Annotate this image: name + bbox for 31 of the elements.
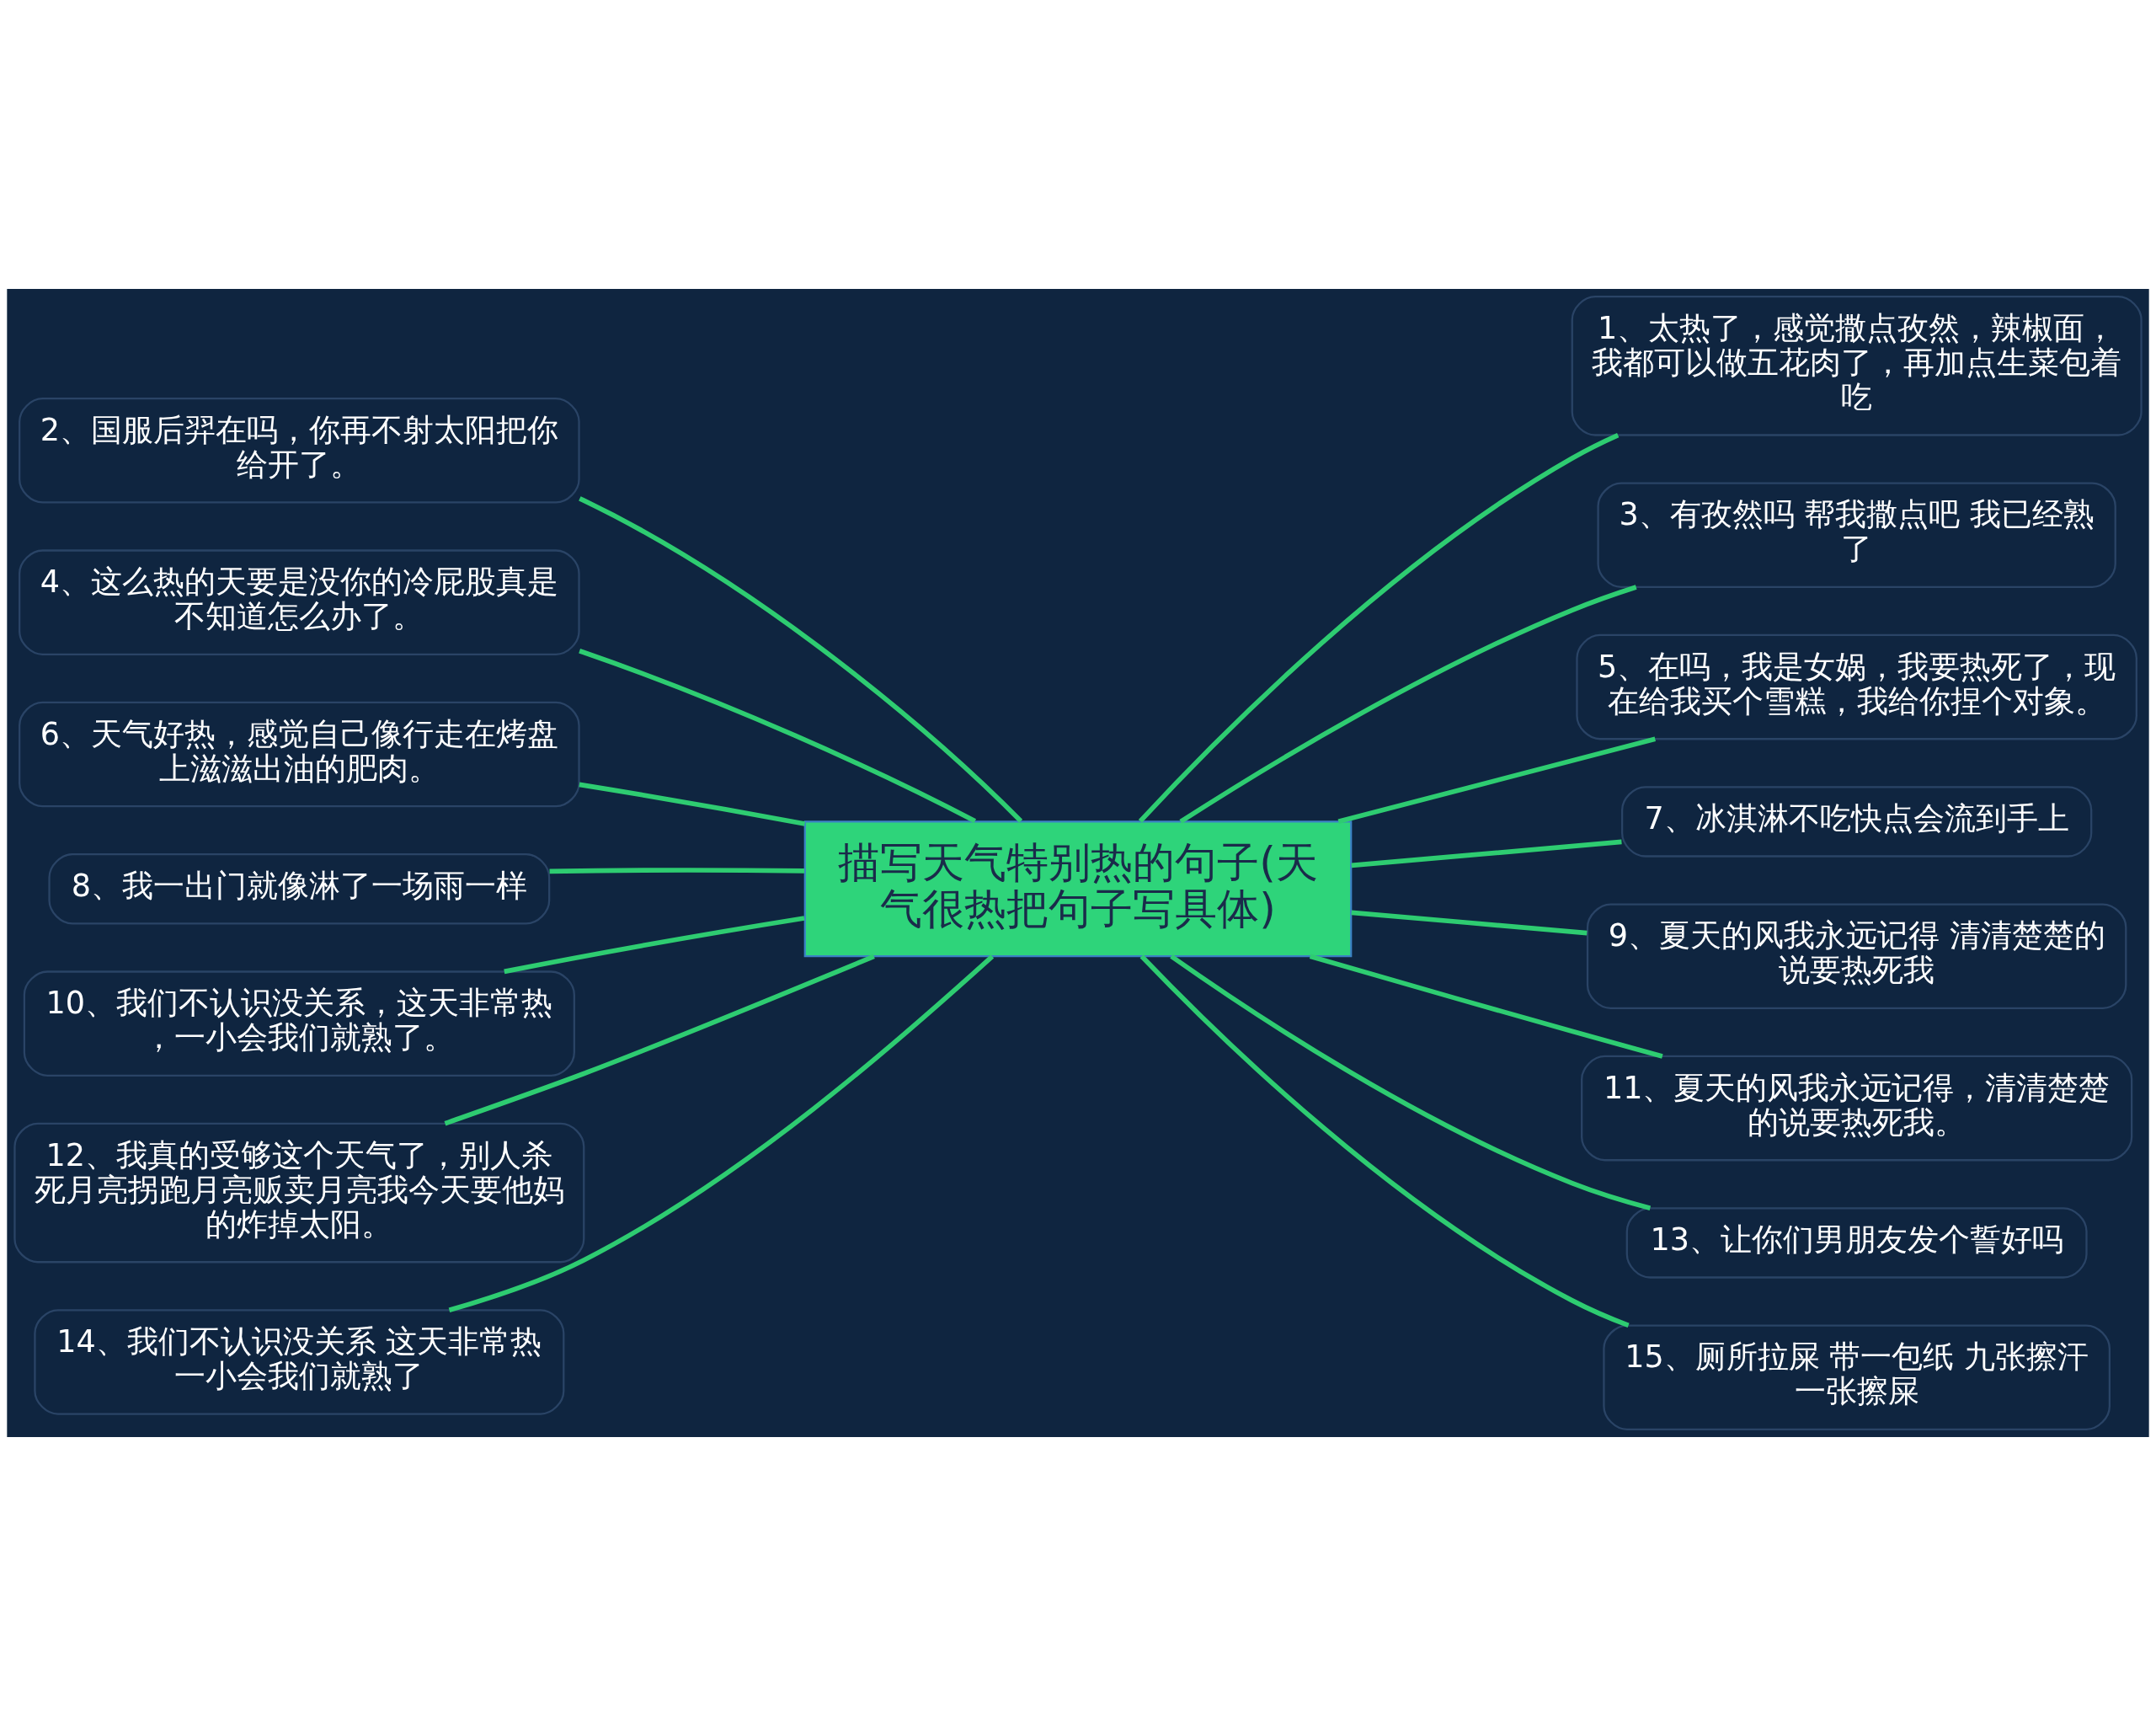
node-box: 10、我们不认识没关系，这天非常热，一小会我们就熟了。	[23, 970, 575, 1077]
connector	[444, 954, 875, 1126]
node-box: 3、有孜然吗 帮我撒点吧 我已经熟了	[1597, 482, 2116, 588]
node-box: 14、我们不认识没关系 这天非常热一小会我们就熟了	[34, 1309, 565, 1415]
node-box: 15、厕所拉屎 带一包纸 九张擦汗一张擦屎	[1603, 1324, 2111, 1430]
connector	[1139, 954, 1630, 1328]
node-box: 2、国服后羿在吗，你再不射太阳把你给开了。	[19, 398, 580, 504]
node-box: 13、让你们男朋友发个誓好吗	[1625, 1207, 2088, 1279]
node-box: 4、这么热的天要是没你的冷屁股真是不知道怎么办了。	[19, 549, 580, 655]
connector	[504, 916, 805, 975]
node-box: 9、夏天的风我永远记得 清清楚楚的说要热死我	[1586, 903, 2127, 1009]
node-box: 6、天气好热，感觉自己像行走在烤盘上滋滋出油的肥肉。	[19, 701, 580, 808]
connector	[579, 649, 977, 824]
connector	[549, 868, 805, 874]
connector	[1337, 736, 1657, 825]
node-box: 7、冰淇淋不吃快点会流到手上	[1620, 786, 2093, 858]
connector	[579, 782, 806, 826]
node-box: 1、太热了，感觉撒点孜然，辣椒面，我都可以做五花肉了，再加点生菜包着吃	[1571, 296, 2143, 436]
node-box: 描写天气特别热的句子(天气很热把句子写具体)	[803, 820, 1353, 958]
connector	[1138, 432, 1620, 823]
connector	[1179, 585, 1637, 824]
connector	[579, 496, 1023, 823]
connector	[1351, 839, 1622, 868]
connector	[448, 954, 995, 1313]
node-box: 8、我一出门就像淋了一场雨一样	[48, 853, 551, 925]
node-box: 11、夏天的风我永远记得，清清楚楚的说要热死我。	[1581, 1055, 2133, 1162]
node-box: 5、在吗，我是女娲，我要热死了，现在给我买个雪糕，我给你捏个对象。	[1576, 633, 2137, 740]
connector	[1309, 954, 1663, 1059]
connector	[1351, 910, 1588, 936]
connector	[1170, 954, 1652, 1210]
node-box: 12、我真的受够这个天气了，别人杀死月亮拐跑月亮贩卖月亮我今天要他妈的炸掉太阳。	[13, 1122, 585, 1264]
